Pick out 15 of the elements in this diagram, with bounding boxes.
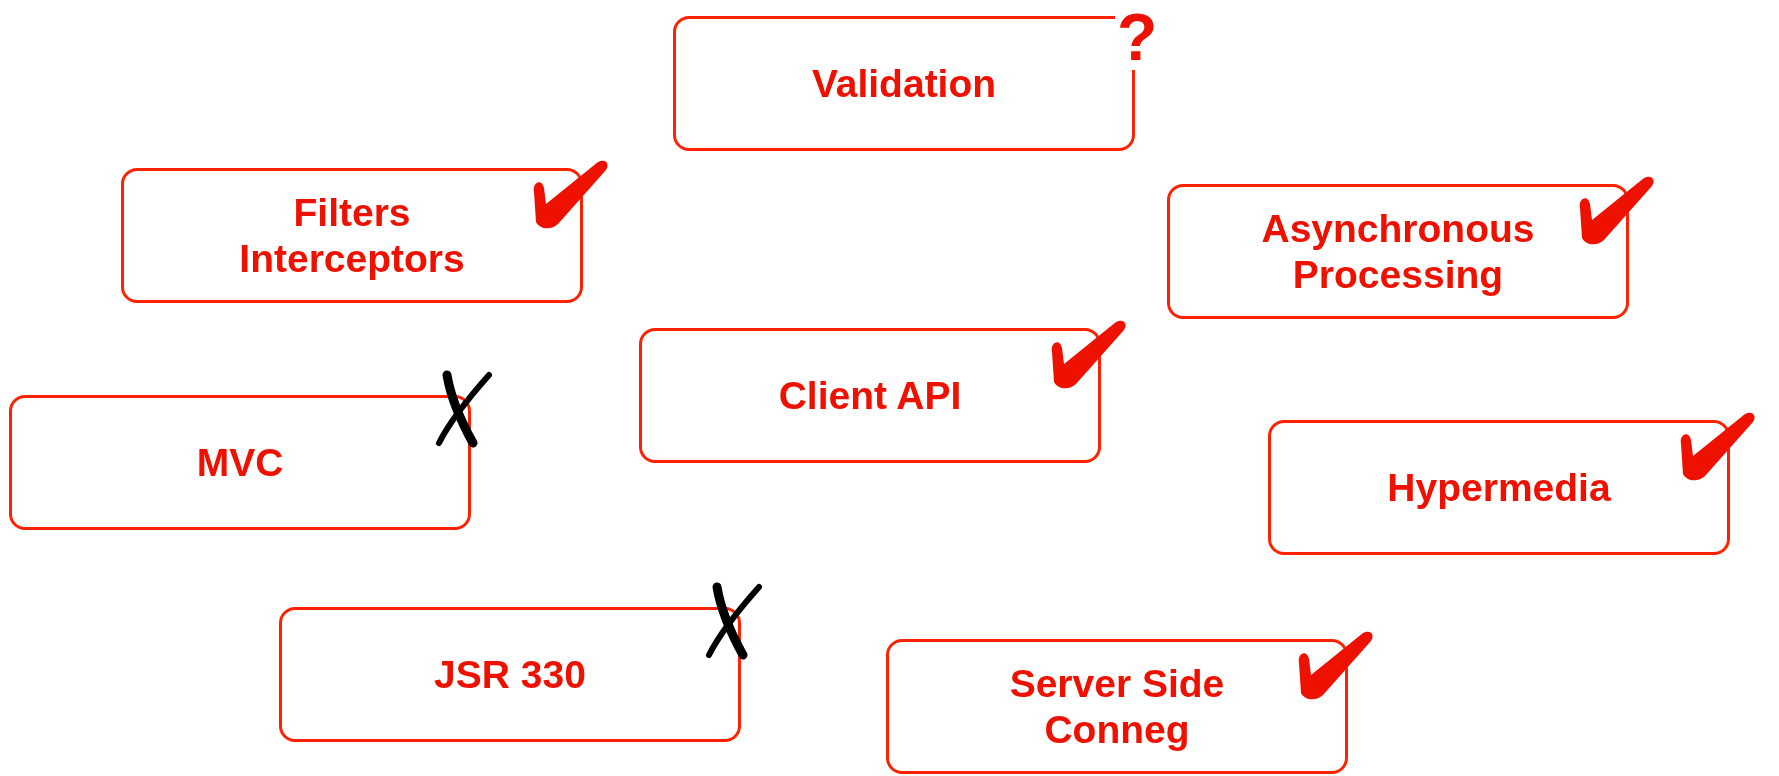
feature-label: Hypermedia [1387,464,1611,511]
feature-label: Asynchronous Processing [1260,205,1536,298]
feature-box [639,328,1101,463]
feature-box [886,639,1348,774]
feature-label: JSR 330 [434,651,586,698]
feature-box [1268,420,1730,555]
feature-label: MVC [196,439,284,486]
feature-box [9,395,471,530]
feature-label: Client API [778,372,962,419]
feature-label: Filters Interceptors [238,189,466,282]
feature-box [121,168,583,303]
feature-box [1167,184,1629,319]
feature-label: Validation [811,60,997,107]
feature-box [279,607,741,742]
feature-label: Server Side Conneg [1008,660,1226,753]
